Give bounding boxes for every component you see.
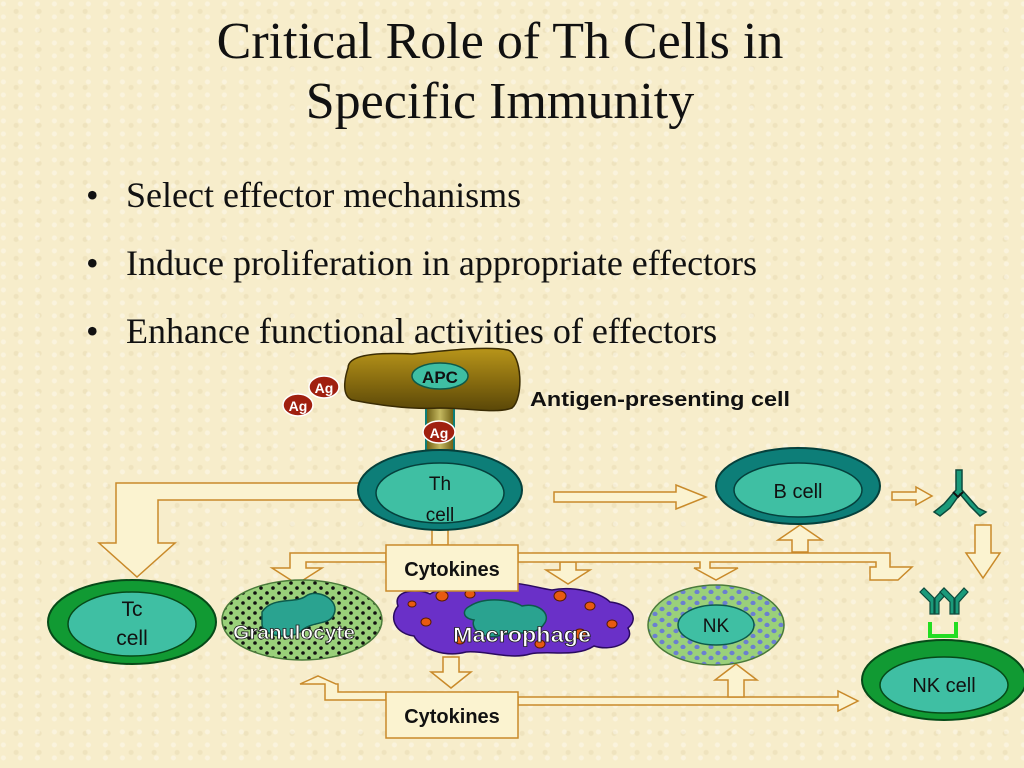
granulocyte-label: Granulocyte bbox=[233, 623, 355, 644]
arrow-cytokines-to-granulocyte bbox=[269, 552, 387, 585]
b-cell: B cell bbox=[715, 447, 881, 525]
bullet-item: Enhance functional activities of effecto… bbox=[84, 310, 757, 378]
cytokines-label-lower: Cytokines bbox=[404, 706, 500, 728]
arrow-cytokines-to-granulocyte-lower bbox=[299, 675, 387, 701]
arrow-th-to-bcell bbox=[553, 483, 709, 511]
th-cell: Th cell bbox=[357, 449, 523, 531]
macrophage-cell: Macrophage bbox=[393, 582, 634, 657]
arrow-bcell-up bbox=[775, 524, 825, 553]
title-line-2: Specific Immunity bbox=[305, 73, 695, 130]
arrow-nk-up bbox=[712, 663, 760, 698]
immunity-diagram: APC Antigen-presenting cell Ag Ag Ag Th … bbox=[47, 347, 1024, 739]
arrow-antibody-to-nkcell bbox=[964, 524, 1002, 580]
antibody-icon bbox=[932, 469, 988, 517]
arrows bbox=[97, 482, 1002, 713]
tc-cell: Tc cell bbox=[47, 579, 217, 665]
cytokines-box-upper: Cytokines bbox=[385, 544, 519, 592]
cytokines-box-lower: Cytokines bbox=[385, 691, 519, 739]
arrow-cytokines-to-macrophage bbox=[543, 561, 593, 585]
antigen-label: Ag bbox=[289, 398, 308, 414]
tc-cell-label-1: Tc bbox=[122, 598, 143, 621]
bullet-item: Select effector mechanisms bbox=[84, 174, 757, 242]
nk-cell: NK cell bbox=[861, 639, 1024, 721]
slide-title: Critical Role of Th Cells in Specific Im… bbox=[0, 12, 1000, 132]
nk-label: NK bbox=[703, 616, 730, 637]
th-cell-label-1: Th bbox=[429, 474, 451, 495]
apc-caption: Antigen-presenting cell bbox=[530, 389, 790, 411]
macrophage-label: Macrophage bbox=[453, 624, 591, 647]
tc-cell-label-2: cell bbox=[116, 627, 148, 650]
antigen-label: Ag bbox=[430, 425, 449, 441]
title-line-1: Critical Role of Th Cells in bbox=[216, 13, 784, 70]
th-cell-label-2: cell bbox=[426, 505, 455, 526]
b-cell-label: B cell bbox=[774, 481, 823, 503]
arrow-cytokines-to-nkcell bbox=[517, 689, 860, 713]
nk-cell-speckled: NK bbox=[647, 584, 785, 666]
antigen-label: Ag bbox=[315, 380, 334, 396]
apc-cell: APC bbox=[344, 347, 521, 459]
nk-cell-label: NK cell bbox=[912, 675, 975, 697]
arrow-bcell-to-antibody bbox=[891, 485, 934, 507]
cytokines-label-upper: Cytokines bbox=[404, 559, 500, 581]
bullet-list: Select effector mechanisms Induce prolif… bbox=[84, 174, 757, 378]
apc-label: APC bbox=[422, 368, 458, 387]
arrow-cytokines-to-nk bbox=[517, 552, 914, 581]
granulocyte-cell: Granulocyte bbox=[221, 579, 383, 661]
bullet-item: Induce proliferation in appropriate effe… bbox=[84, 242, 757, 310]
antigen-group: Ag Ag Ag bbox=[282, 375, 456, 444]
arrow-th-to-tc bbox=[97, 482, 361, 579]
arrow-macrophage-to-cytokines bbox=[428, 656, 474, 689]
fc-receptor-icon bbox=[919, 587, 969, 638]
